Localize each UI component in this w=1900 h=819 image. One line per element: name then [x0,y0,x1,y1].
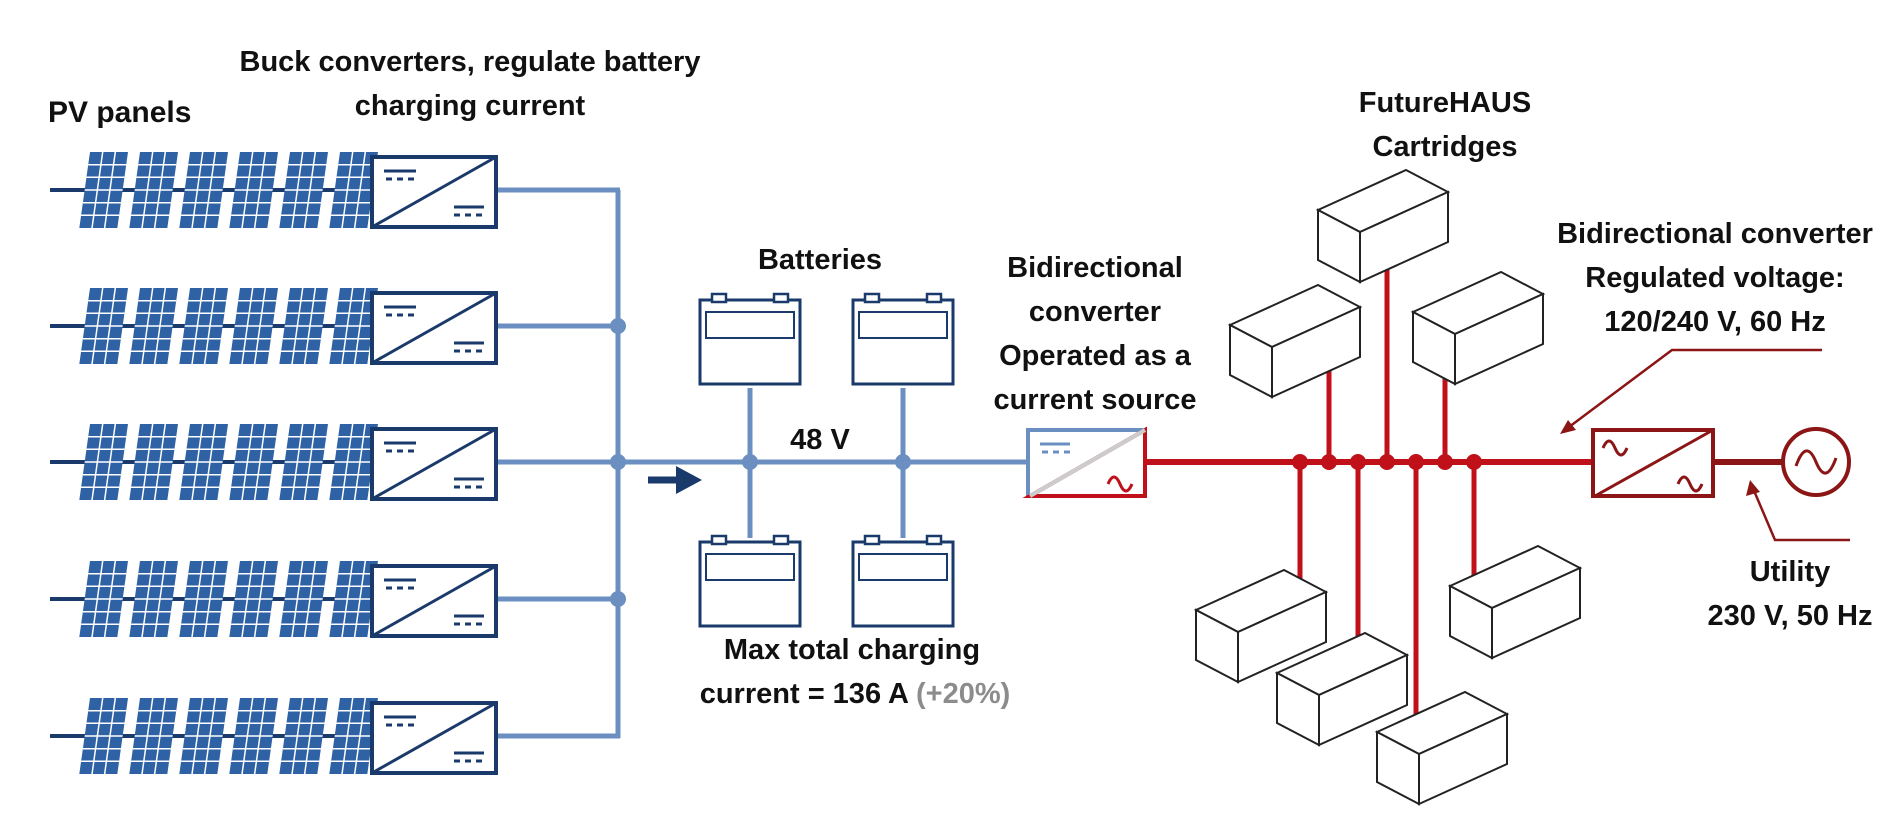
buck-converters-label-line2: charging current [354,90,586,122]
bidirectional-right-label-line3: 120/240 V, 60 Hz [1604,306,1826,338]
solar-panel-icon [50,424,378,500]
bidirectional-left-label-line1: Bidirectional [1007,252,1183,284]
inverter-icon [1022,426,1147,498]
utility-connection [1715,427,1851,497]
bus-junction [610,591,626,607]
cartridges-label-line2: Cartridges [1372,131,1518,163]
bidirectional-right-label-line2: Regulated voltage: [1585,262,1845,294]
battery-icon [698,292,802,386]
buck-converters-label-line1: Buck converters, regulate battery [239,46,701,78]
ac-junction [1321,454,1337,470]
solar-panel-icon [50,288,378,364]
bus-junction [610,454,626,470]
bidirectional-right-label-line1: Bidirectional converter [1557,218,1873,250]
bus-junction [895,454,911,470]
cartridge-box-icon [1317,169,1449,283]
buck-converters [370,155,498,775]
ac-junction [1292,454,1308,470]
battery-icon [698,534,802,628]
buck-converter-icon [370,701,498,775]
pv-panels [50,152,378,774]
cartridges-label-line1: FutureHAUS [1358,87,1532,119]
bidirectional-left-label-line4: current source [993,384,1197,416]
max-charging-value: current = 136 A [699,678,908,710]
buck-converter-icon [370,564,498,638]
max-charging-margin: (+20%) [915,678,1011,710]
cartridges [1195,169,1581,805]
max-charging-label-line2: current = 136 A (+20%) [655,672,1055,716]
ac-junction [1379,454,1395,470]
bus-junction [610,318,626,334]
bus-junction [742,454,758,470]
ac-junction [1437,454,1453,470]
battery-icon [851,534,955,628]
cartridge-box-icon [1449,545,1581,659]
bidirectional-left-label-line3: Operated as a [999,340,1191,372]
flow-arrow-icon [648,466,702,494]
cartridge-box-icon [1229,284,1361,398]
ac-junction [1350,454,1366,470]
solar-panel-icon [50,698,378,774]
bus-voltage-label: 48 V [790,424,850,456]
battery-icon [851,292,955,386]
bidirectional-converter-right [1591,428,1715,498]
ac-junction [1408,454,1424,470]
pv-panels-label: PV panels [48,96,192,129]
annotation-arrows [1560,348,1850,542]
max-charging-label-line1: Max total charging [723,634,981,666]
batteries-label: Batteries [757,244,883,276]
utility-label-line1: Utility [1749,556,1831,588]
dc-bus [495,187,1030,739]
bidirectional-left-label-line2: converter [1028,296,1162,328]
buck-converter-icon [370,427,498,501]
cartridge-box-icon [1412,271,1544,385]
ac-bus [1147,262,1595,735]
solar-panel-icon [50,152,378,228]
ac-junction [1466,454,1482,470]
buck-converter-icon [370,155,498,229]
solar-panel-icon [50,561,378,637]
buck-converter-icon [370,291,498,365]
utility-label-line2: 230 V, 50 Hz [1707,600,1873,632]
